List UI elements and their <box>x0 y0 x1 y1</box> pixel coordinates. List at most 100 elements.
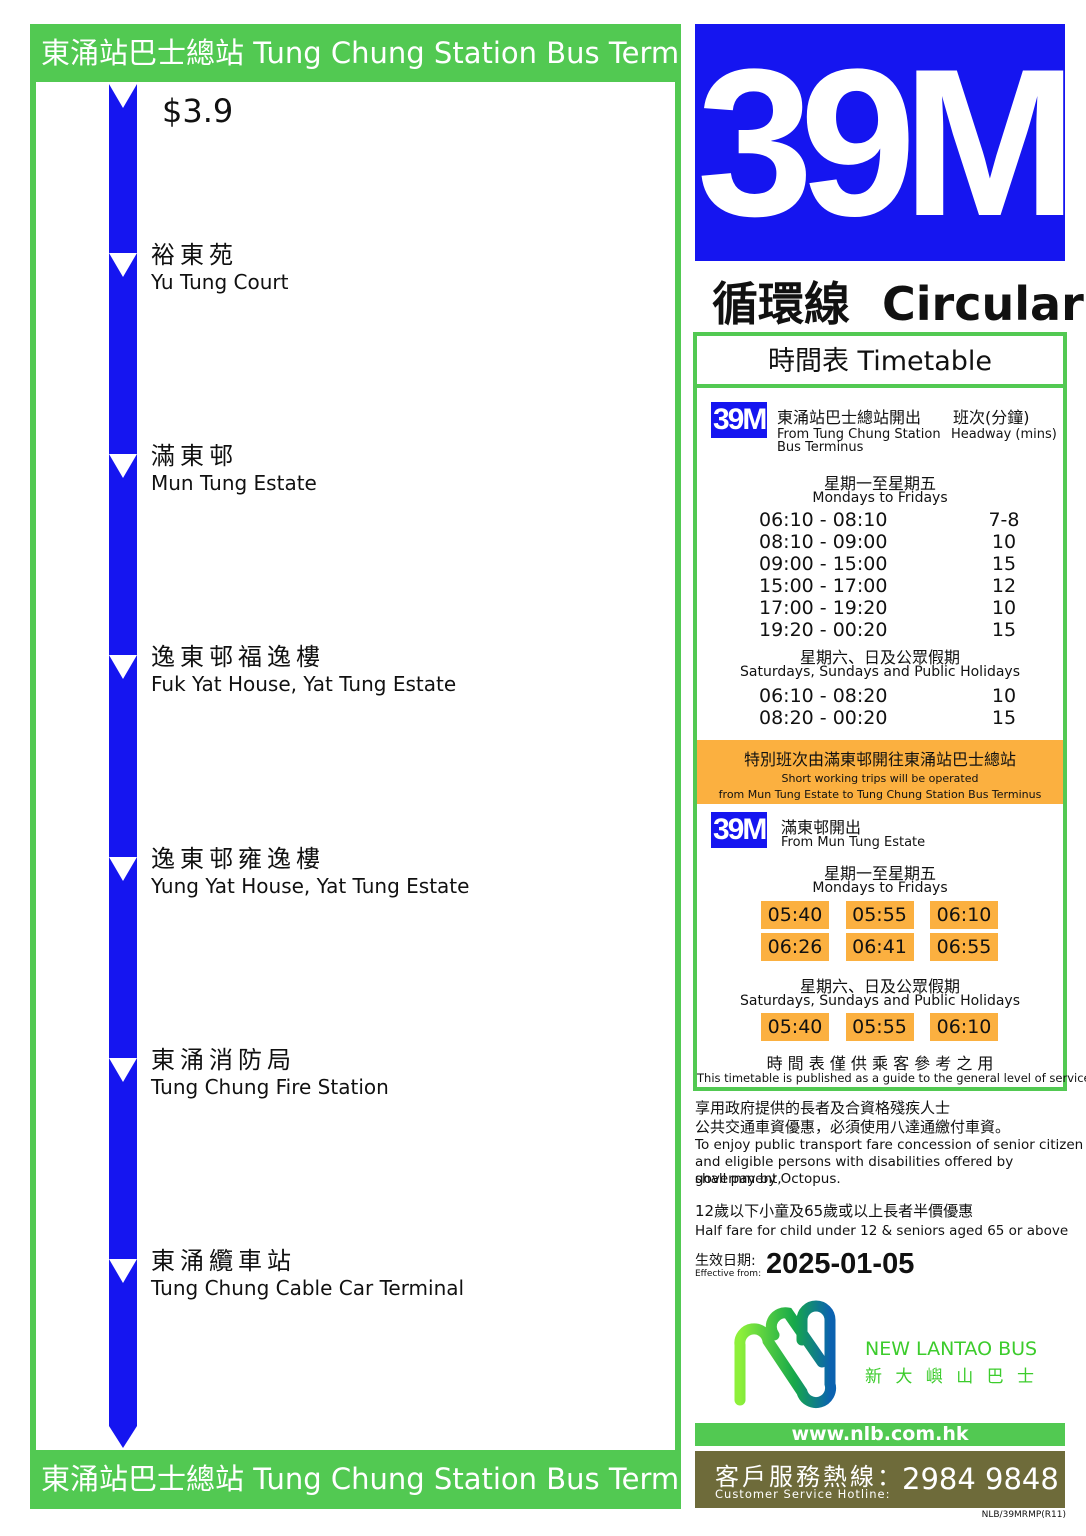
stop-arrow-icon <box>109 253 137 277</box>
stop-arrow-icon <box>109 1057 137 1082</box>
weekday-row: 15:00 - 17:00 12 <box>759 575 1024 597</box>
holiday-row: 08:20 - 00:20 15 <box>759 707 1024 729</box>
stop-name-en: Tung Chung Cable Car Terminal <box>151 1276 465 1300</box>
stop-arrow-icon <box>109 454 137 479</box>
brand-name-zh: 新 大 嶼 山 巴 士 <box>865 1367 1039 1387</box>
special-departure: 06:10 <box>930 901 998 929</box>
headway: 10 <box>991 685 1017 707</box>
terminus-header: 東涌站巴士總站 Tung Chung Station Bus Terminus <box>30 24 739 82</box>
time-range: 15:00 - 17:00 <box>759 575 888 597</box>
headway: 10 <box>991 597 1017 619</box>
disclaimer-zh: 時 間 表 僅 供 乘 客 參 考 之 用 <box>766 1054 994 1073</box>
special-trips-notice: 特別班次由滿東邨開往東涌站巴士總站 Short working trips wi… <box>697 740 1063 804</box>
time-range: 08:10 - 09:00 <box>759 531 888 553</box>
concession-en-3: shall pay by Octopus. <box>695 1171 841 1187</box>
special-weekday-en: Mondays to Fridays <box>812 880 948 896</box>
concession-zh-2: 公共交通車資優惠，必須使用八達通繳付車資。 <box>695 1118 1011 1136</box>
special-departure: 05:40 <box>761 1013 829 1041</box>
special-departure: 05:55 <box>845 1013 914 1041</box>
half-fare-en: Half fare for child under 12 & seniors a… <box>695 1223 1069 1239</box>
from-zh: 東涌站巴士總站開出 <box>777 408 922 427</box>
headway-en: Headway (mins) <box>951 427 1057 442</box>
special-holiday-en: Saturdays, Sundays and Public Holidays <box>740 993 1020 1009</box>
weekday-zh: 星期一至星期五 <box>823 474 936 493</box>
hotline-en: Customer Service Hotline: <box>715 1487 891 1501</box>
stop-item: 逸東邨福逸樓 Fuk Yat House, Yat Tung Estate <box>151 643 456 697</box>
stop-name-zh: 滿東邨 <box>151 442 238 471</box>
route-badge: 39M <box>711 402 767 438</box>
special-en-1: Short working trips will be operated <box>781 772 979 785</box>
hotline-panel: 客戶服務熱線： Customer Service Hotline: 2984 9… <box>695 1451 1065 1508</box>
stop-name-en: Yung Yat House, Yat Tung Estate <box>151 873 470 898</box>
fare: $3.9 <box>162 92 234 130</box>
stop-name-zh: 逸東邨福逸樓 <box>151 643 325 672</box>
headway-zh: 班次(分鐘) <box>953 408 1030 427</box>
weekday-row: 06:10 - 08:10 7-8 <box>759 509 1024 531</box>
timetable: 時間表 Timetable 39M 東涌站巴士總站開出 From Tung Ch… <box>693 332 1086 1091</box>
from-en-2: Bus Terminus <box>777 440 864 455</box>
stop-item: 滿東邨 Mun Tung Estate <box>151 442 317 496</box>
stop-name-zh: 東涌纜車站 <box>151 1247 296 1275</box>
holiday-zh: 星期六、日及公眾假期 <box>799 648 960 667</box>
time-range: 08:20 - 00:20 <box>759 707 888 729</box>
stop-name-en: Tung Chung Fire Station <box>151 1074 389 1099</box>
stop-name-zh: 裕東苑 <box>151 241 238 269</box>
route-number: 39M <box>695 24 1077 261</box>
stop-arrow-icon <box>109 1259 137 1283</box>
special-departure: 06:55 <box>930 933 998 961</box>
special-zh: 特別班次由滿東邨開往東涌站巴士總站 <box>743 750 1016 769</box>
concession-en-1: To enjoy public transport fare concessio… <box>695 1137 1084 1153</box>
stop-name-zh: 東涌消防局 <box>151 1045 296 1074</box>
stop-item: 東涌纜車站 Tung Chung Cable Car Terminal <box>151 1247 464 1301</box>
headway: 7-8 <box>988 509 1020 531</box>
concession-zh-1: 享用政府提供的長者及合資格殘疾人士 <box>695 1099 951 1117</box>
time-range: 09:00 - 15:00 <box>759 553 888 575</box>
from-en: From Tung Chung Station <box>777 427 941 442</box>
headway: 10 <box>991 531 1017 553</box>
headway: 12 <box>991 575 1017 597</box>
special-en-2: from Mun Tung Estate to Tung Chung Stati… <box>718 788 1042 801</box>
special-departure: 06:26 <box>761 933 829 961</box>
time-range: 06:10 - 08:10 <box>759 509 888 531</box>
hotline-number[interactable]: 2984 9848 <box>902 1462 1059 1496</box>
weekday-en: Mondays to Fridays <box>812 490 948 506</box>
holiday-en: Saturdays, Sundays and Public Holidays <box>740 664 1020 680</box>
route-line <box>109 84 137 1426</box>
time-range: 06:10 - 08:20 <box>759 685 888 707</box>
effective-zh: 生效日期: <box>695 1253 756 1269</box>
half-fare-zh: 12歲以下小童及65歲或以上長者半價優惠 <box>695 1202 974 1220</box>
stop-name-en: Mun Tung Estate <box>151 471 317 496</box>
stop-item: 裕東苑 Yu Tung Court <box>151 241 288 295</box>
stop-name-zh: 逸東邨雍逸樓 <box>151 844 325 873</box>
terminus-footer: 東涌站巴士總站 Tung Chung Station Bus Terminus <box>30 1450 739 1508</box>
time-range: 17:00 - 19:20 <box>759 597 888 619</box>
stop-item: 東涌消防局 Tung Chung Fire Station <box>151 1046 389 1100</box>
direction-arrow-icon <box>109 84 137 108</box>
special-departure: 05:40 <box>761 901 829 929</box>
effective-en: Effective from: <box>695 1269 762 1279</box>
special-weekday-zh: 星期一至星期五 <box>823 864 936 883</box>
timetable-title: 時間表 Timetable <box>697 336 1063 388</box>
headway: 15 <box>991 707 1017 729</box>
route-type: 循環線 Circular <box>712 277 1084 331</box>
nlb-logo-icon <box>734 1300 837 1409</box>
holiday-row: 06:10 - 08:20 10 <box>759 685 1024 707</box>
poster-code: NLB/39MRMP(R11) <box>981 1510 1066 1520</box>
special-departure: 06:41 <box>845 933 914 961</box>
stop-arrow-icon <box>109 655 137 680</box>
stop-item: 逸東邨雍逸樓 Yung Yat House, Yat Tung Estate <box>151 845 469 899</box>
special-departure: 05:55 <box>845 901 914 929</box>
time-range: 19:20 - 00:20 <box>759 619 888 641</box>
stop-name-en: Yu Tung Court <box>151 270 289 294</box>
website-link[interactable]: www.nlb.com.hk <box>695 1423 1065 1446</box>
weekday-row: 08:10 - 09:00 10 <box>759 531 1024 553</box>
route-end-arrow-icon <box>109 1426 137 1448</box>
special-from-en: From Mun Tung Estate <box>781 835 926 850</box>
disclaimer-en: This timetable is published as a guide t… <box>697 1071 1086 1085</box>
effective-date: 2025-01-05 <box>766 1248 915 1280</box>
special-departure: 06:10 <box>930 1013 998 1041</box>
special-from-zh: 滿東邨開出 <box>781 818 862 837</box>
route-map-panel <box>30 24 681 1509</box>
